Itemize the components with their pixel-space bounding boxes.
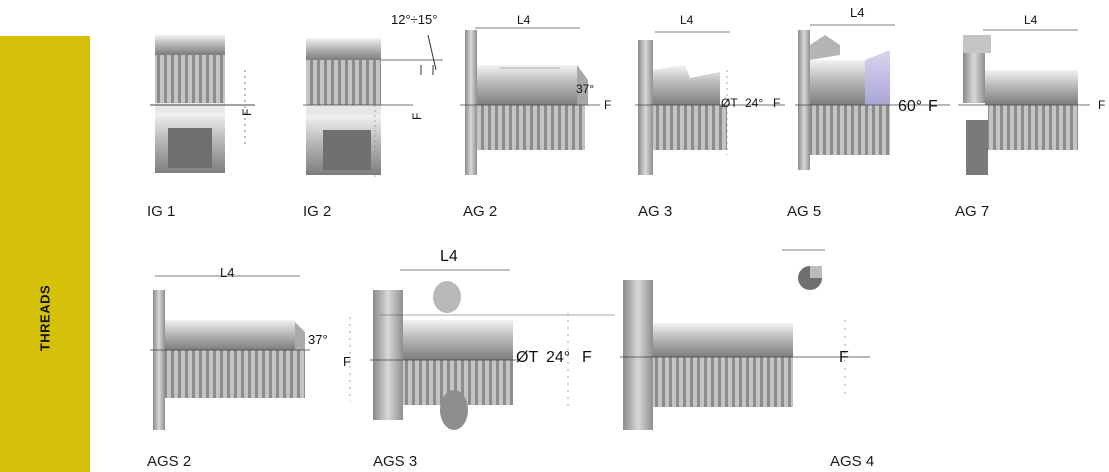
- ags2-angle-label: 37°: [308, 332, 328, 347]
- ags2-drawing: [150, 275, 351, 430]
- threads-sidebar: THREADS: [0, 36, 90, 472]
- ags2-l4-label: L4: [220, 265, 235, 280]
- ag7-caption: AG 7: [955, 203, 990, 220]
- ag2-drawing: [460, 27, 600, 175]
- ig1-caption: IG 1: [147, 203, 176, 220]
- ag2-angle-label: 37°: [576, 82, 595, 96]
- ig1-f-label: F: [240, 108, 254, 116]
- ig2-drawing: [303, 34, 443, 180]
- figure-ag5: L4 60° F AG 5: [787, 5, 955, 220]
- figure-ig1: F IG 1: [147, 30, 260, 220]
- ig2-caption: IG 2: [303, 203, 332, 220]
- ig2-angle-label: 12°÷15°: [391, 12, 438, 27]
- ag3-f-label: F: [773, 96, 781, 110]
- ags2-caption: AGS 2: [147, 453, 192, 470]
- ag7-f-label: F: [1098, 98, 1106, 112]
- ag2-f-label: F: [604, 98, 612, 112]
- ig1-drawing: [150, 35, 255, 173]
- ag3-drawing: [635, 31, 785, 175]
- ag7-drawing: [958, 29, 1090, 175]
- ags2-f-label: F: [343, 354, 351, 369]
- ags4-drawing: [620, 249, 870, 430]
- figure-ags2: L4 37° F AGS 2: [147, 262, 360, 472]
- ags3-f-label: F: [582, 349, 592, 366]
- ags4-f-label: F: [839, 349, 849, 366]
- figure-ag2: L4 37° F AG 2: [460, 10, 620, 220]
- ig2-f-label: F: [410, 112, 424, 120]
- ag5-drawing: [795, 24, 950, 170]
- ag5-f-label: F: [928, 98, 938, 115]
- figure-ig2: 12°÷15° F IG 2: [303, 10, 453, 220]
- ag3-angle-label: 24°: [745, 96, 764, 110]
- figure-ag7: L4 F AG 7: [955, 10, 1108, 220]
- ag3-l4-label: L4: [680, 13, 694, 27]
- figure-ags3: L4 ØT 24° F AGS 3: [370, 245, 620, 472]
- figure-ag3: L4 ØT 24° F AG 3: [635, 10, 795, 220]
- threads-label: THREADS: [37, 284, 53, 352]
- ag2-l4-label: L4: [517, 13, 531, 27]
- ags3-diam-label: ØT: [516, 349, 539, 366]
- ag3-caption: AG 3: [638, 203, 673, 220]
- ags3-caption: AGS 3: [373, 453, 418, 470]
- ag5-caption: AG 5: [787, 203, 822, 220]
- ags4-caption: AGS 4: [830, 453, 875, 470]
- ags3-l4-label: L4: [440, 248, 458, 265]
- ag5-l4-label: L4: [850, 5, 865, 20]
- ags3-drawing: [370, 269, 615, 430]
- ags3-angle-label: 24°: [546, 349, 571, 366]
- ag5-angle-label: 60°: [898, 98, 923, 115]
- ag3-diam-label: ØT: [721, 96, 738, 110]
- ag7-l4-label: L4: [1024, 13, 1038, 27]
- ag2-caption: AG 2: [463, 203, 498, 220]
- figure-ags4: F AGS 4: [620, 245, 890, 472]
